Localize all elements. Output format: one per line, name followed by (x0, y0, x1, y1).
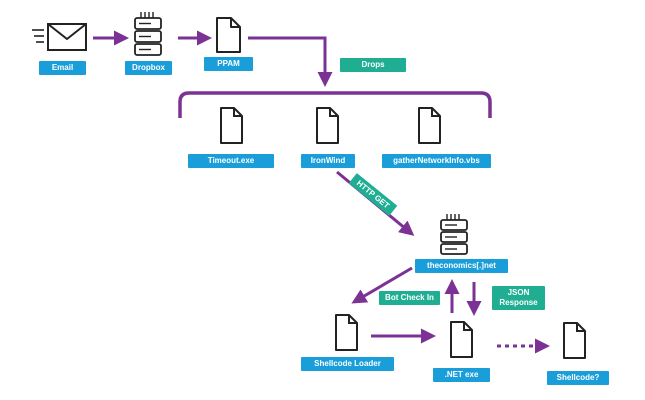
file-icon (316, 107, 339, 144)
node-label-ppam: PPAM (204, 57, 253, 71)
file-icon (450, 321, 473, 358)
server-icon (440, 214, 468, 255)
node-label-server: theconomics[.]net (415, 259, 508, 273)
node-label-email: Email (39, 61, 86, 75)
file-icon (220, 107, 243, 144)
edge-label-drops: Drops (340, 58, 406, 72)
node-label-timeout: Timeout.exe (188, 154, 274, 168)
file-icon (335, 314, 358, 351)
ppam-to-bracket-arrow (248, 36, 333, 87)
node-label-netexe: .NET exe (433, 368, 490, 382)
node-label-ironwind: IronWind (301, 154, 355, 168)
edge-label-bot-check-in: Bot Check In (379, 291, 440, 305)
edge-label-json-response: JSON Response (492, 286, 545, 310)
node-label-loader: Shellcode Loader (301, 357, 394, 371)
node-label-dropbox: Dropbox (125, 61, 172, 75)
drops-bracket (178, 91, 492, 118)
file-icon (418, 107, 441, 144)
file-icon (216, 17, 241, 53)
node-label-gather: gatherNetworkInfo.vbs (382, 154, 491, 168)
node-label-shellcode: Shellcode? (547, 371, 609, 385)
server-to-loader-arrow (351, 266, 413, 304)
file-icon (563, 322, 586, 359)
server-icon (134, 12, 162, 56)
envelope-icon (32, 23, 87, 51)
